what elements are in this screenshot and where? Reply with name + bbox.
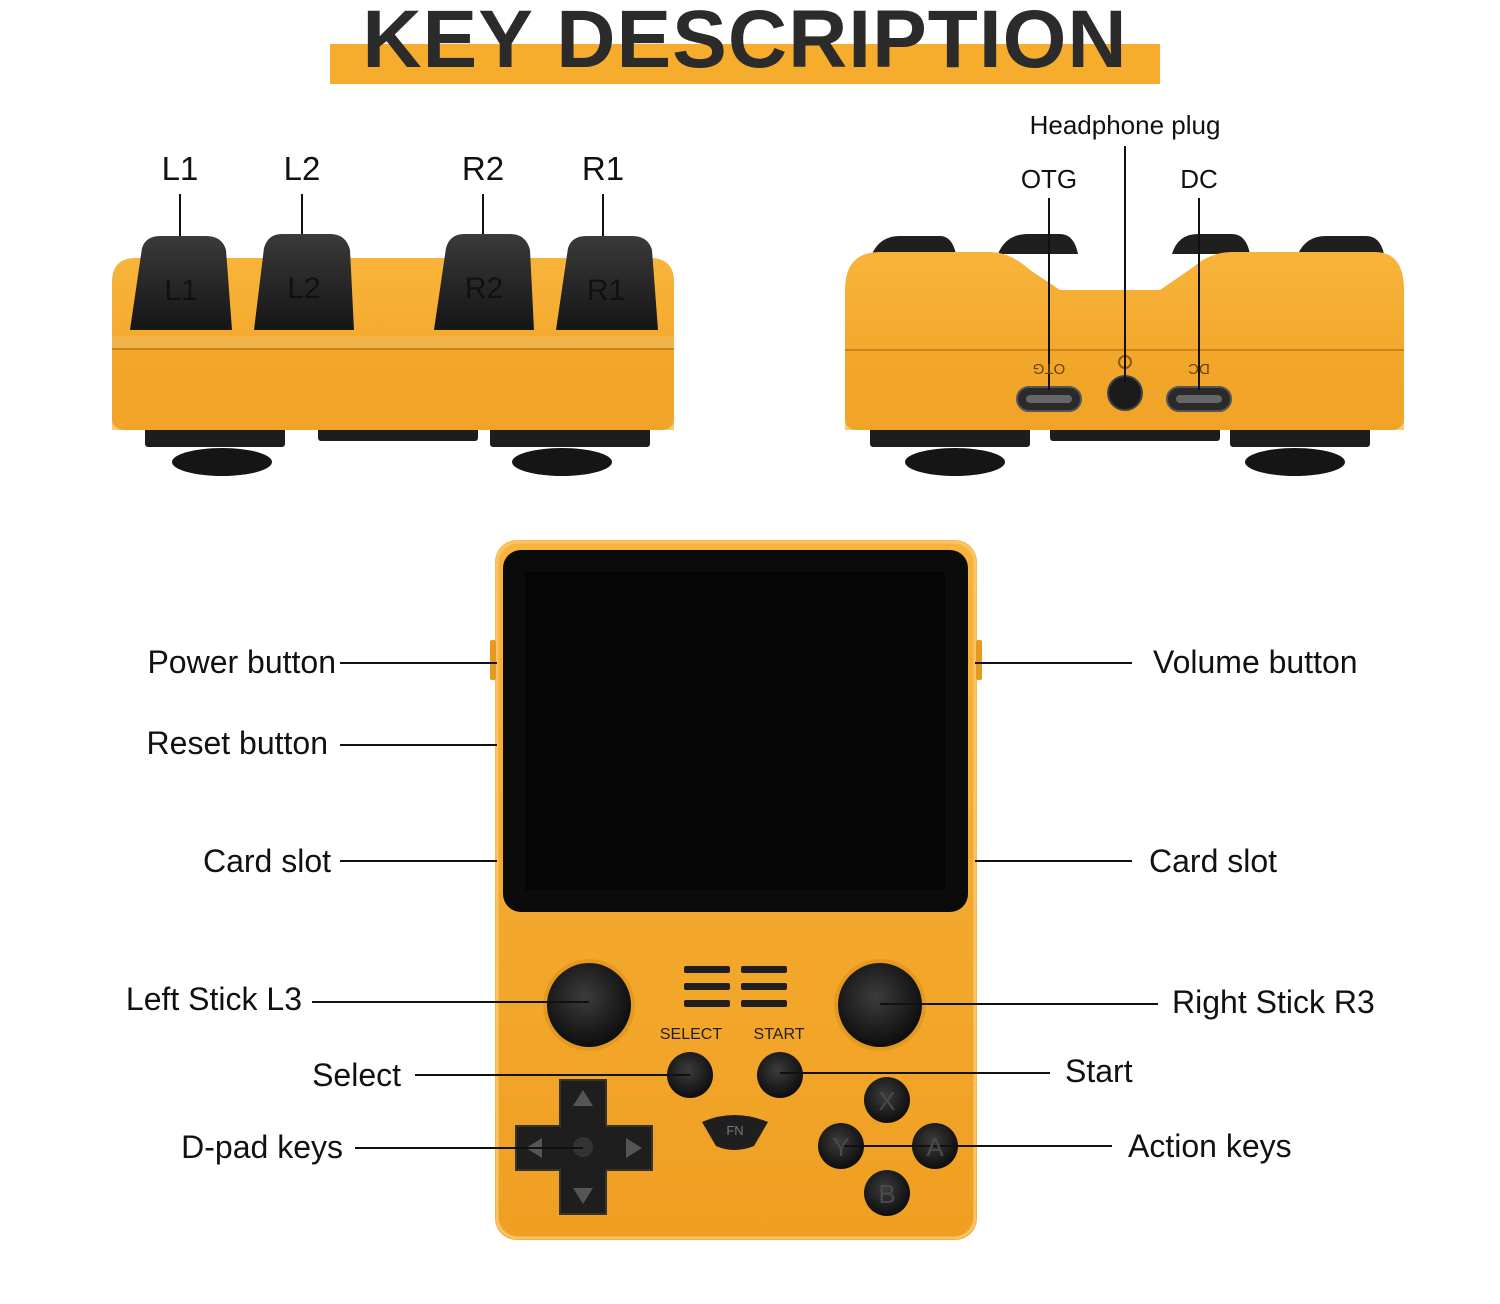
label-l2: L2 <box>283 150 321 187</box>
label-dc: DC <box>1180 164 1218 194</box>
label-select: Select <box>312 1057 401 1093</box>
print-x: X <box>878 1086 895 1116</box>
title-highlight-band <box>330 44 1160 84</box>
print-l1: L1 <box>164 274 197 307</box>
label-l1: L1 <box>161 150 199 187</box>
label-right-stick: Right Stick R3 <box>1172 984 1375 1020</box>
leader-lines <box>179 146 1200 1149</box>
print-l2: L2 <box>287 272 320 305</box>
label-r1: R1 <box>581 150 625 187</box>
front-view <box>490 540 982 1240</box>
print-dc: DC <box>1188 360 1210 377</box>
label-power-button: Power button <box>147 644 336 680</box>
shoulder-view <box>112 234 674 476</box>
label-dpad-keys: D-pad keys <box>181 1129 343 1165</box>
print-r1: R1 <box>587 274 625 307</box>
label-action-keys: Action keys <box>1128 1128 1292 1164</box>
print-b: B <box>878 1179 895 1209</box>
print-select: SELECT <box>660 1026 722 1043</box>
print-r2: R2 <box>465 272 503 305</box>
label-r2: R2 <box>461 150 505 187</box>
page-title: KEY DESCRIPTION <box>362 0 1128 85</box>
print-a: A <box>926 1132 944 1162</box>
label-left-stick: Left Stick L3 <box>125 981 302 1017</box>
print-fn: FN <box>726 1123 743 1138</box>
label-reset-button: Reset button <box>146 725 328 761</box>
label-otg: OTG <box>1020 164 1078 194</box>
label-card-slot-left: Card slot <box>202 843 331 879</box>
label-headphone-plug: Headphone plug <box>1029 110 1221 140</box>
print-y: Y <box>832 1132 849 1162</box>
print-start: START <box>754 1026 805 1043</box>
label-card-slot-right: Card slot <box>1149 843 1278 879</box>
label-volume-button: Volume button <box>1153 644 1358 680</box>
print-otg: OTG <box>1033 360 1066 377</box>
label-start: Start <box>1065 1053 1133 1089</box>
